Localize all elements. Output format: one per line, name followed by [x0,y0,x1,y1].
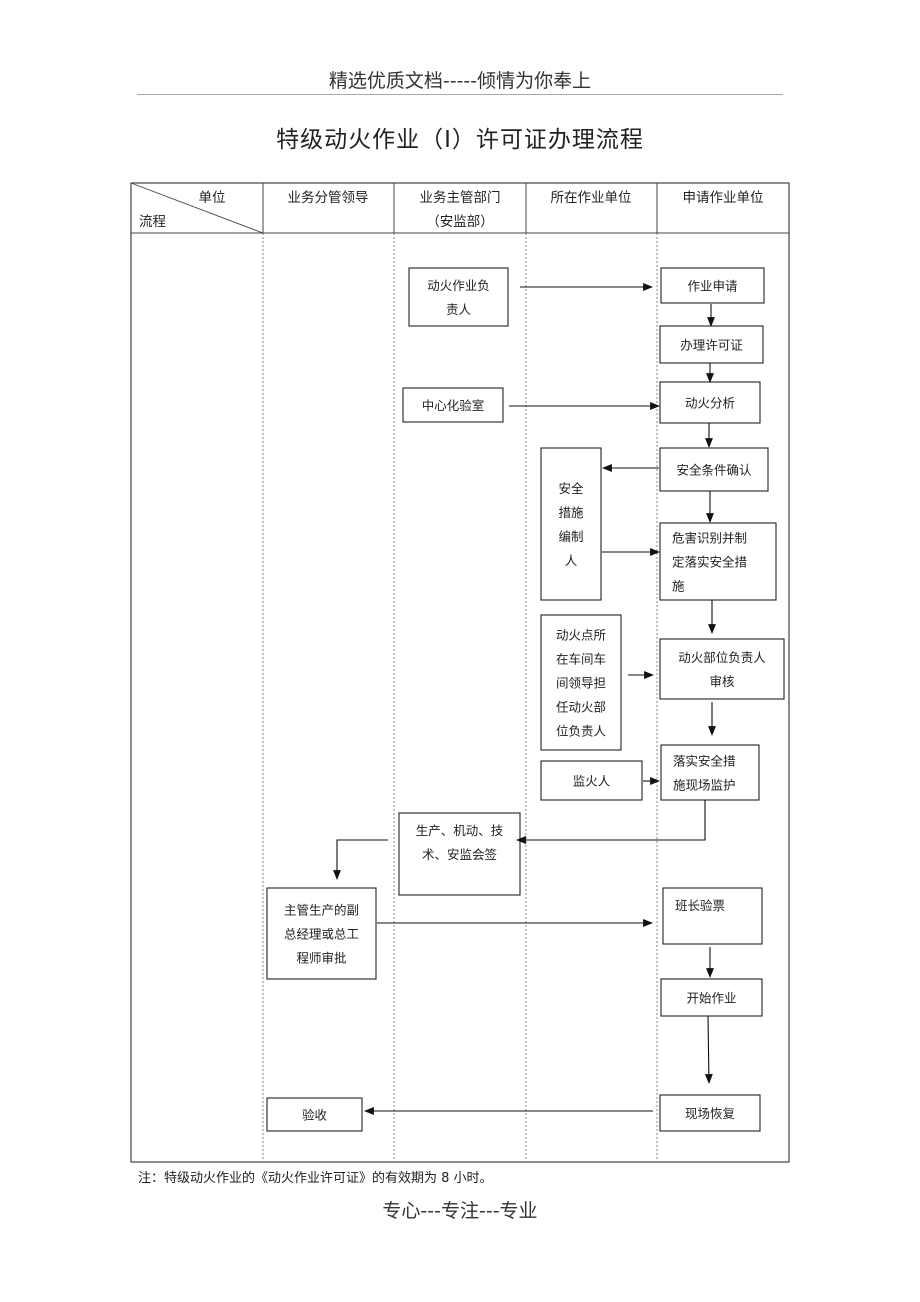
node-label: 落实安全措 [673,754,736,769]
node-hazard-id [659,522,777,601]
node-label: 审核 [709,674,735,689]
column-header: 申请作业单位 [683,190,764,206]
node-fire-watch [540,760,643,801]
column-header-sub: （安监部） [426,214,494,230]
node-label: 安全条件确认 [676,463,752,478]
node-apply [660,267,765,304]
node-label: 施现场监护 [673,778,736,793]
node-label: 位负责人 [556,724,607,739]
corner-diagonal [130,182,264,234]
node-label: 中心化验室 [422,398,485,413]
corner-unit-label: 单位 [199,190,226,206]
node-label: 间领导担 [556,676,606,691]
node-label: 验收 [302,1108,328,1123]
node-label: 编制 [558,529,583,544]
node-fire-work-lead [408,267,509,327]
node-label: 作业申请 [687,279,737,294]
node-label: 责人 [446,302,472,317]
node-label: 生产、机动、技 [416,823,504,838]
arrow [704,1015,713,1084]
node-label: 主管生产的副 [284,903,359,918]
node-label: 监火人 [573,774,611,789]
node-label: 任动火部 [556,700,606,715]
page-title: 特级动火作业（Ⅰ）许可证办理流程 [276,127,644,153]
node-site-review [659,638,785,700]
page-footer: 专心---专注---专业 [382,1200,538,1222]
validity-note: 注：特级动火作业的《动火作业许可证》的有效期为 8 小时。 [138,1171,493,1186]
node-label: 动火分析 [685,396,735,411]
header-rule [137,94,783,95]
corner-flow-label: 流程 [139,214,166,230]
column-header: 所在作业单位 [551,190,632,206]
arrow [333,839,388,880]
node-label: 开始作业 [686,991,736,1006]
node-label: 现场恢复 [685,1106,736,1121]
column-header: 业务主管部门 [420,190,501,206]
node-restore [659,1094,761,1132]
node-safety-confirm [659,447,769,492]
node-measure-writer [540,447,602,601]
node-label: 措施 [558,505,584,520]
node-label: 总经理或总工 [284,927,359,942]
node-lab [402,387,504,423]
node-label: 动火点所 [556,628,606,643]
node-label: 危害识别并制 [672,531,747,546]
node-workshop-lead [540,614,622,751]
node-team-check [662,887,763,945]
node-label: 安全 [558,481,584,496]
page-header: 精选优质文档-----倾情为你奉上 [328,70,592,92]
node-start [660,978,763,1017]
node-label: 定落实安全措 [672,555,747,570]
node-countersign [398,812,521,896]
arrow [516,800,706,844]
node-approval [266,887,377,980]
node-label: 程师审批 [296,951,346,966]
node-label: 术、安监会签 [422,847,498,862]
swimlane-table [130,182,790,1163]
node-label: 在车间车 [556,652,606,667]
node-label: 班长验票 [675,898,725,913]
column-header: 业务分管领导 [288,190,369,206]
node-acceptance [266,1097,363,1132]
node-label: 施 [672,579,685,594]
node-label: 办理许可证 [680,338,743,353]
node-label: 人 [565,553,578,568]
node-label: 动火作业负 [427,278,490,293]
node-label: 动火部位负责人 [678,650,766,665]
node-implement [660,744,760,801]
